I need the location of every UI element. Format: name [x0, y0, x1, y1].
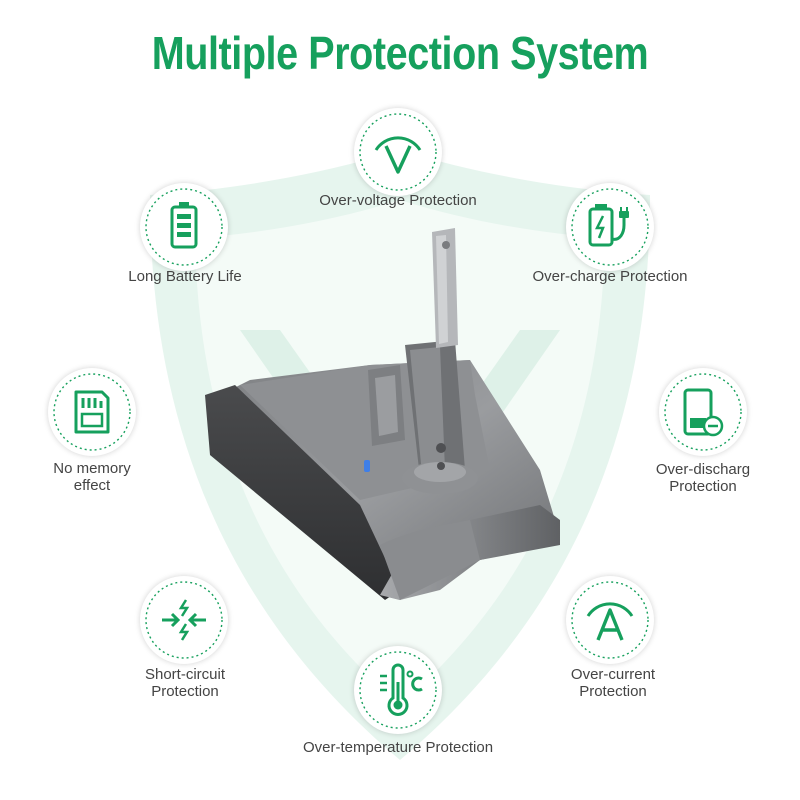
over-charge-icon-circle — [566, 183, 654, 271]
over-discharge-label-line-1: Over-discharg — [655, 461, 751, 478]
no-memory-label-line-1: No memory — [53, 460, 131, 477]
no-memory-label-line-2: effect — [73, 477, 111, 494]
phone-discharge-icon — [664, 373, 742, 451]
short-circuit-icon-circle — [140, 576, 228, 664]
no-memory-icon-circle — [48, 368, 136, 456]
over-current-icon-circle — [566, 576, 654, 664]
thermometer-celsius-icon — [359, 651, 437, 729]
charger-plug-icon — [571, 188, 649, 266]
over-discharge-icon-circle — [659, 368, 747, 456]
over-current-label-line-2: Protection — [579, 683, 647, 700]
short-circuit-label-line-2: Protection — [151, 683, 219, 700]
over-discharge-label-line-2: Protection — [669, 478, 737, 495]
long-battery-life-icon-circle — [140, 183, 228, 271]
over-current-label-line-1: Over-current — [570, 666, 656, 683]
short-circuit-icon — [145, 581, 223, 659]
over-voltage-label: Over-voltage Protection — [319, 192, 477, 209]
over-charge-label: Over-charge Protection — [532, 268, 688, 285]
battery-icon — [145, 188, 223, 266]
short-circuit-label-line-1: Short-circuit — [144, 666, 226, 683]
page-title: Multiple Protection System — [151, 27, 649, 79]
current-a-icon — [571, 581, 649, 659]
memory-card-icon — [53, 373, 131, 451]
voltage-v-icon — [359, 113, 437, 191]
over-temperature-icon-circle — [354, 646, 442, 734]
over-temperature-label: Over-temperature Protection — [302, 739, 494, 756]
over-voltage-icon-circle — [354, 108, 442, 196]
long-battery-life-label: Long Battery Life — [128, 268, 242, 285]
